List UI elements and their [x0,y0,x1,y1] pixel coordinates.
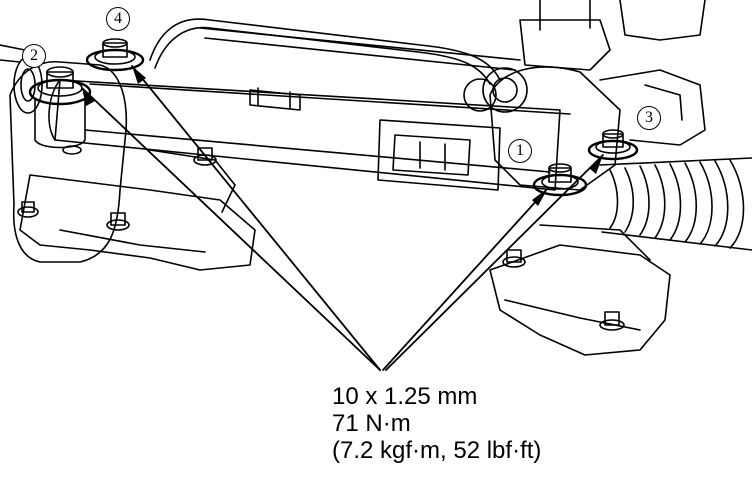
callout-4: 4 [106,7,130,31]
callout-3: 3 [637,106,661,130]
torque-nm: 71 N·m [332,410,411,437]
bolt-3 [587,129,639,161]
callout-1: 1 [508,139,532,163]
leader-arrowheads [82,66,603,206]
subframe [9,60,671,356]
bolt-4 [85,38,145,72]
torque-alt-units: (7.2 kgf·m, 52 lbf·ft) [332,437,542,464]
callout-2: 2 [22,44,46,68]
leader-lines [81,65,604,371]
rack-boot [599,157,752,251]
bolt-1 [532,163,588,197]
torque-spec: 10 x 1.25 mm 71 N·m (7.2 kgf·m, 52 lbf·f… [332,383,541,464]
subframe-bolts [17,145,625,331]
hydraulic-lines [149,18,521,111]
thread-size: 10 x 1.25 mm [332,383,478,410]
bolt-2 [28,66,92,149]
rack-housing [48,79,571,191]
